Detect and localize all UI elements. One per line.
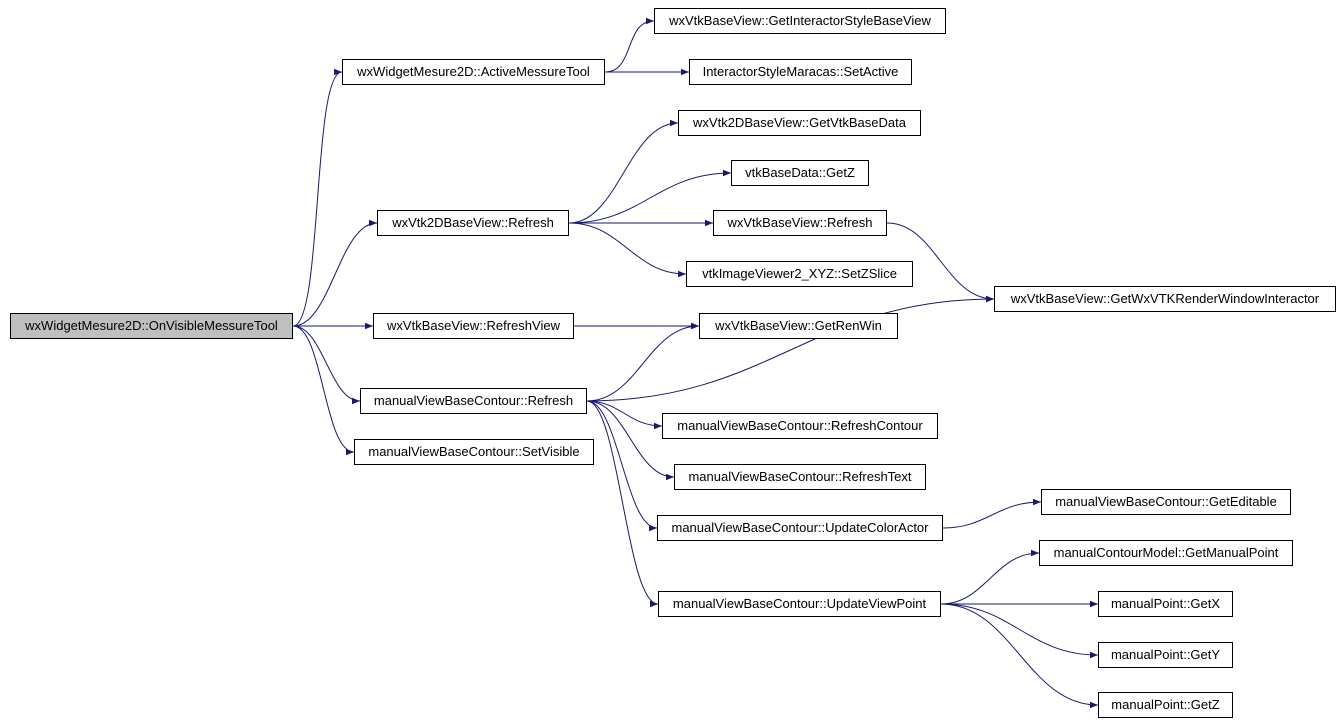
edge-n12-n14 (586, 400, 663, 430)
node-getmanualpoint[interactable]: manualContourModel::GetManualPoint (1039, 540, 1293, 566)
node-activemessuretool[interactable]: wxWidgetMesure2D::ActiveMessureTool (342, 59, 605, 85)
node-refreshtext[interactable]: manualViewBaseContour::RefreshText (674, 464, 926, 490)
edge-n0-n1 (292, 68, 343, 327)
node-getinteractorstylebaseview[interactable]: wxVtkBaseView::GetInteractorStyleBaseVie… (654, 8, 946, 34)
node-manualviewbasecontour-refresh[interactable]: manualViewBaseContour::Refresh (360, 388, 587, 414)
edge-n4-n6 (568, 169, 732, 224)
node-manualpoint-gety[interactable]: manualPoint::GetY (1098, 642, 1233, 668)
node-geteditable[interactable]: manualViewBaseContour::GetEditable (1041, 489, 1291, 515)
edge-n4-n5 (568, 119, 679, 224)
node-vtkbasedata-getz[interactable]: vtkBaseData::GetZ (731, 160, 869, 186)
edge-n12-n18 (586, 400, 659, 608)
edge-n12-n9 (586, 295, 995, 402)
node-interactorstylemaracas-setactive[interactable]: InteractorStyleMaracas::SetActive (689, 59, 912, 85)
edge-n0-n4 (292, 219, 378, 327)
edge-n4-n8 (568, 222, 687, 278)
node-getwxvtkrenderwindowinteractor[interactable]: wxVtkBaseView::GetWxVTKRenderWindowInter… (994, 286, 1336, 312)
edge-n12-n11 (586, 322, 700, 402)
node-refreshview[interactable]: wxVtkBaseView::RefreshView (373, 313, 574, 339)
edge-n0-n12 (292, 325, 361, 405)
node-getrenwin[interactable]: wxVtkBaseView::GetRenWin (699, 313, 898, 339)
edge-n18-n19 (940, 549, 1040, 605)
node-refreshcontour[interactable]: manualViewBaseContour::RefreshContour (662, 413, 938, 439)
edge-n16-n17 (942, 498, 1042, 529)
node-onvisiblemessuretool: wxWidgetMesure2D::OnVisibleMessureTool (10, 313, 293, 339)
node-manualpoint-getx[interactable]: manualPoint::GetX (1098, 591, 1233, 617)
edge-n12-n16 (586, 400, 658, 532)
edge-n18-n22 (940, 603, 1099, 709)
node-updatecoloractor[interactable]: manualViewBaseContour::UpdateColorActor (657, 515, 943, 541)
node-wxvtkbaseview-refresh[interactable]: wxVtkBaseView::Refresh (713, 210, 887, 236)
node-updateviewpoint[interactable]: manualViewBaseContour::UpdateViewPoint (658, 591, 941, 617)
edge-n18-n21 (940, 603, 1099, 659)
node-getvtkbasedata[interactable]: wxVtk2DBaseView::GetVtkBaseData (678, 110, 921, 136)
edge-n1-n2 (604, 17, 655, 73)
node-setzslice[interactable]: vtkImageViewer2_XYZ::SetZSlice (686, 261, 913, 287)
edge-n0-n13 (292, 325, 355, 456)
node-manualpoint-getz[interactable]: manualPoint::GetZ (1098, 692, 1233, 718)
edge-n12-n15 (586, 400, 675, 481)
node-wxvtk2dbaseview-refresh[interactable]: wxVtk2DBaseView::Refresh (377, 210, 569, 236)
edge-n7-n9 (886, 222, 995, 303)
node-setvisible[interactable]: manualViewBaseContour::SetVisible (354, 439, 594, 465)
